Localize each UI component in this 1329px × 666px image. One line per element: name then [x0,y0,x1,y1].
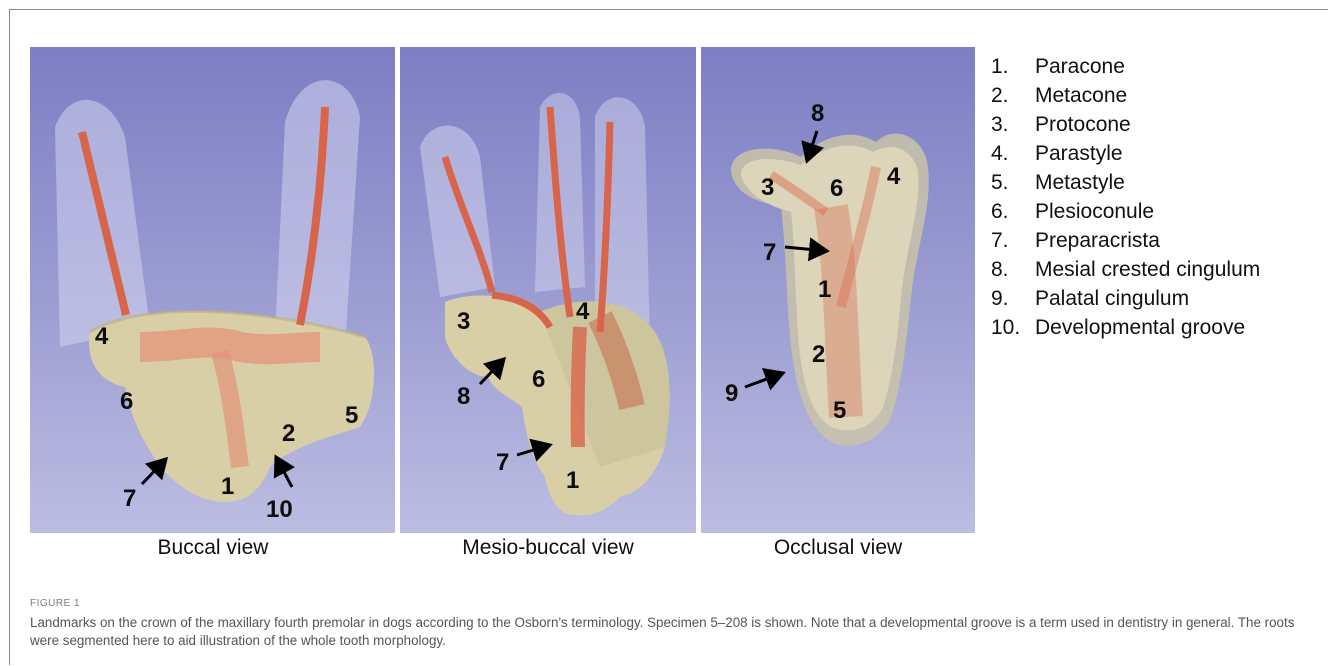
landmark-legend: 1.Paracone 2.Metacone 3.Protocone 4.Para… [991,52,1260,342]
legend-item-name: Plesioconule [1035,200,1154,223]
tooth-render-mesio-buccal: 3 4 8 6 7 1 [400,47,696,533]
arrow-7 [142,459,166,484]
marker-3: 3 [761,174,774,201]
marker-6: 6 [532,366,545,393]
legend-item-name: Palatal cingulum [1035,287,1189,310]
marker-7: 7 [763,239,776,266]
legend-item-name: Parastyle [1035,142,1123,165]
panel-title-occlusal: Occlusal view [774,536,902,560]
marker-2: 2 [812,341,825,368]
legend-item: 10.Developmental groove [991,313,1260,342]
legend-item-name: Developmental groove [1035,316,1245,339]
legend-item: 3.Protocone [991,110,1260,139]
legend-item: 7.Preparacrista [991,226,1260,255]
marker-4: 4 [887,163,901,190]
legend-item-name: Mesial crested cingulum [1035,258,1260,281]
arrow-9 [745,373,783,387]
panel-mesio-buccal-view: 3 4 8 6 7 1 [400,47,696,533]
marker-10: 10 [266,496,293,523]
marker-9: 9 [725,380,738,407]
marker-8: 8 [811,100,824,127]
legend-item: 8.Mesial crested cingulum [991,255,1260,284]
panel-title-buccal: Buccal view [158,536,269,560]
marker-5: 5 [833,397,846,424]
marker-4: 4 [576,298,590,325]
panel-title-mesio-buccal: Mesio-buccal view [462,536,634,560]
marker-1: 1 [221,473,234,500]
panel-occlusal-view: 8 3 6 4 7 1 2 9 5 [701,47,975,533]
figure-label: FIGURE 1 [30,598,80,609]
marker-8: 8 [457,383,470,410]
legend-item-name: Metastyle [1035,171,1125,194]
legend-item: 5.Metastyle [991,168,1260,197]
marker-1: 1 [566,467,579,494]
legend-item: 4.Parastyle [991,139,1260,168]
marker-6: 6 [120,388,133,415]
marker-1: 1 [818,276,831,303]
figure-caption: Landmarks on the crown of the maxillary … [30,614,1300,650]
marker-6: 6 [830,175,843,202]
tooth-render-buccal: 4 6 7 1 2 10 5 [30,47,395,533]
legend-item: 9.Palatal cingulum [991,284,1260,313]
legend-item-name: Metacone [1035,84,1127,107]
arrow-10 [276,457,292,487]
marker-3: 3 [457,308,470,335]
marker-5: 5 [345,402,358,429]
marker-4: 4 [95,323,109,350]
marker-2: 2 [282,420,295,447]
tooth-render-occlusal: 8 3 6 4 7 1 2 9 5 [701,47,975,533]
panel-buccal-view: 4 6 7 1 2 10 5 [30,47,395,533]
marker-7: 7 [496,449,509,476]
marker-7: 7 [123,485,136,512]
legend-item-name: Protocone [1035,113,1131,136]
legend-item: 6.Plesioconule [991,197,1260,226]
legend-item: 2.Metacone [991,81,1260,110]
legend-item: 1.Paracone [991,52,1260,81]
legend-item-name: Paracone [1035,55,1125,78]
legend-item-name: Preparacrista [1035,229,1160,252]
